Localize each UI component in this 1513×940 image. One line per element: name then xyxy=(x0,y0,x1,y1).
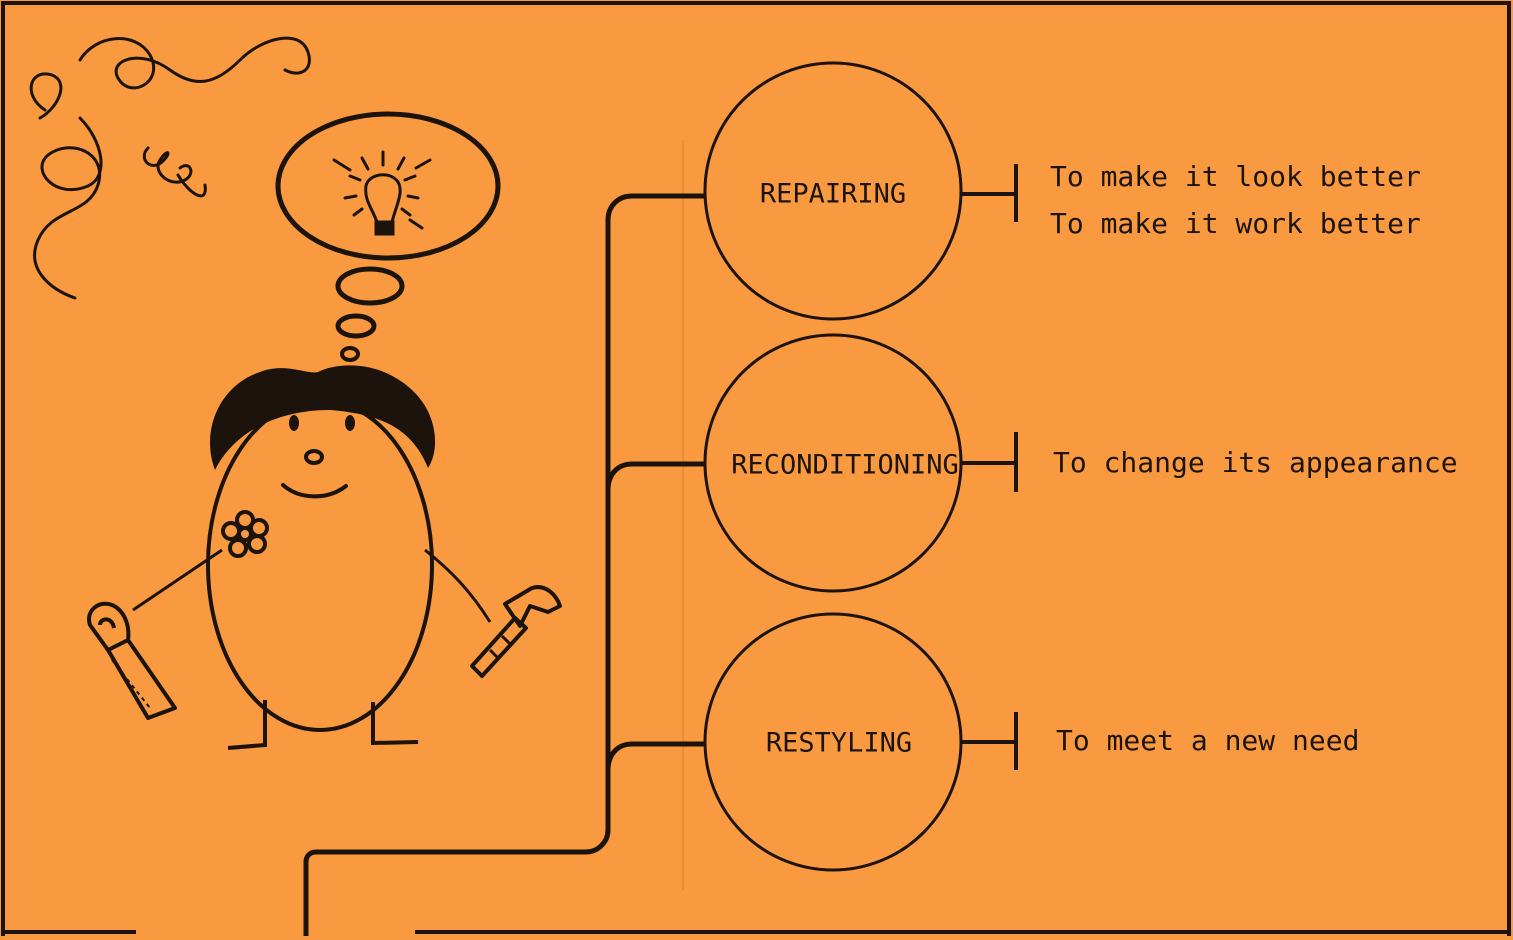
node-label: RECONDITIONING xyxy=(731,450,959,481)
figure-smile xyxy=(281,483,348,499)
purpose-text: To make it work better xyxy=(1050,207,1421,240)
purpose-connectors xyxy=(961,164,1018,770)
figure-hair xyxy=(210,365,436,470)
figure-nose xyxy=(304,449,324,465)
node-repairing xyxy=(703,61,963,321)
figure-arm-left xyxy=(132,548,223,612)
flourish xyxy=(29,36,311,300)
figure-arm-right xyxy=(424,548,492,623)
purpose-text: To meet a new need xyxy=(1056,724,1359,757)
purpose-text: To make it look better xyxy=(1050,160,1421,193)
hammer-icon xyxy=(470,585,562,678)
node-label: REPAIRING xyxy=(760,179,906,210)
saw-icon xyxy=(87,601,177,720)
cartoon-figure xyxy=(132,365,492,750)
flower-icon xyxy=(221,510,269,558)
figure-leg-left xyxy=(227,700,267,750)
figure-eye-right xyxy=(345,415,355,431)
node-label: RESTYLING xyxy=(766,728,912,759)
thought-bubble xyxy=(275,111,501,362)
figure-eye-left xyxy=(289,415,299,431)
figure-body xyxy=(206,398,434,732)
light-bulb-icon xyxy=(332,150,432,236)
figure-leg-right xyxy=(371,702,419,746)
purpose-text: To change its appearance xyxy=(1053,446,1458,479)
connector-tree xyxy=(303,193,705,936)
